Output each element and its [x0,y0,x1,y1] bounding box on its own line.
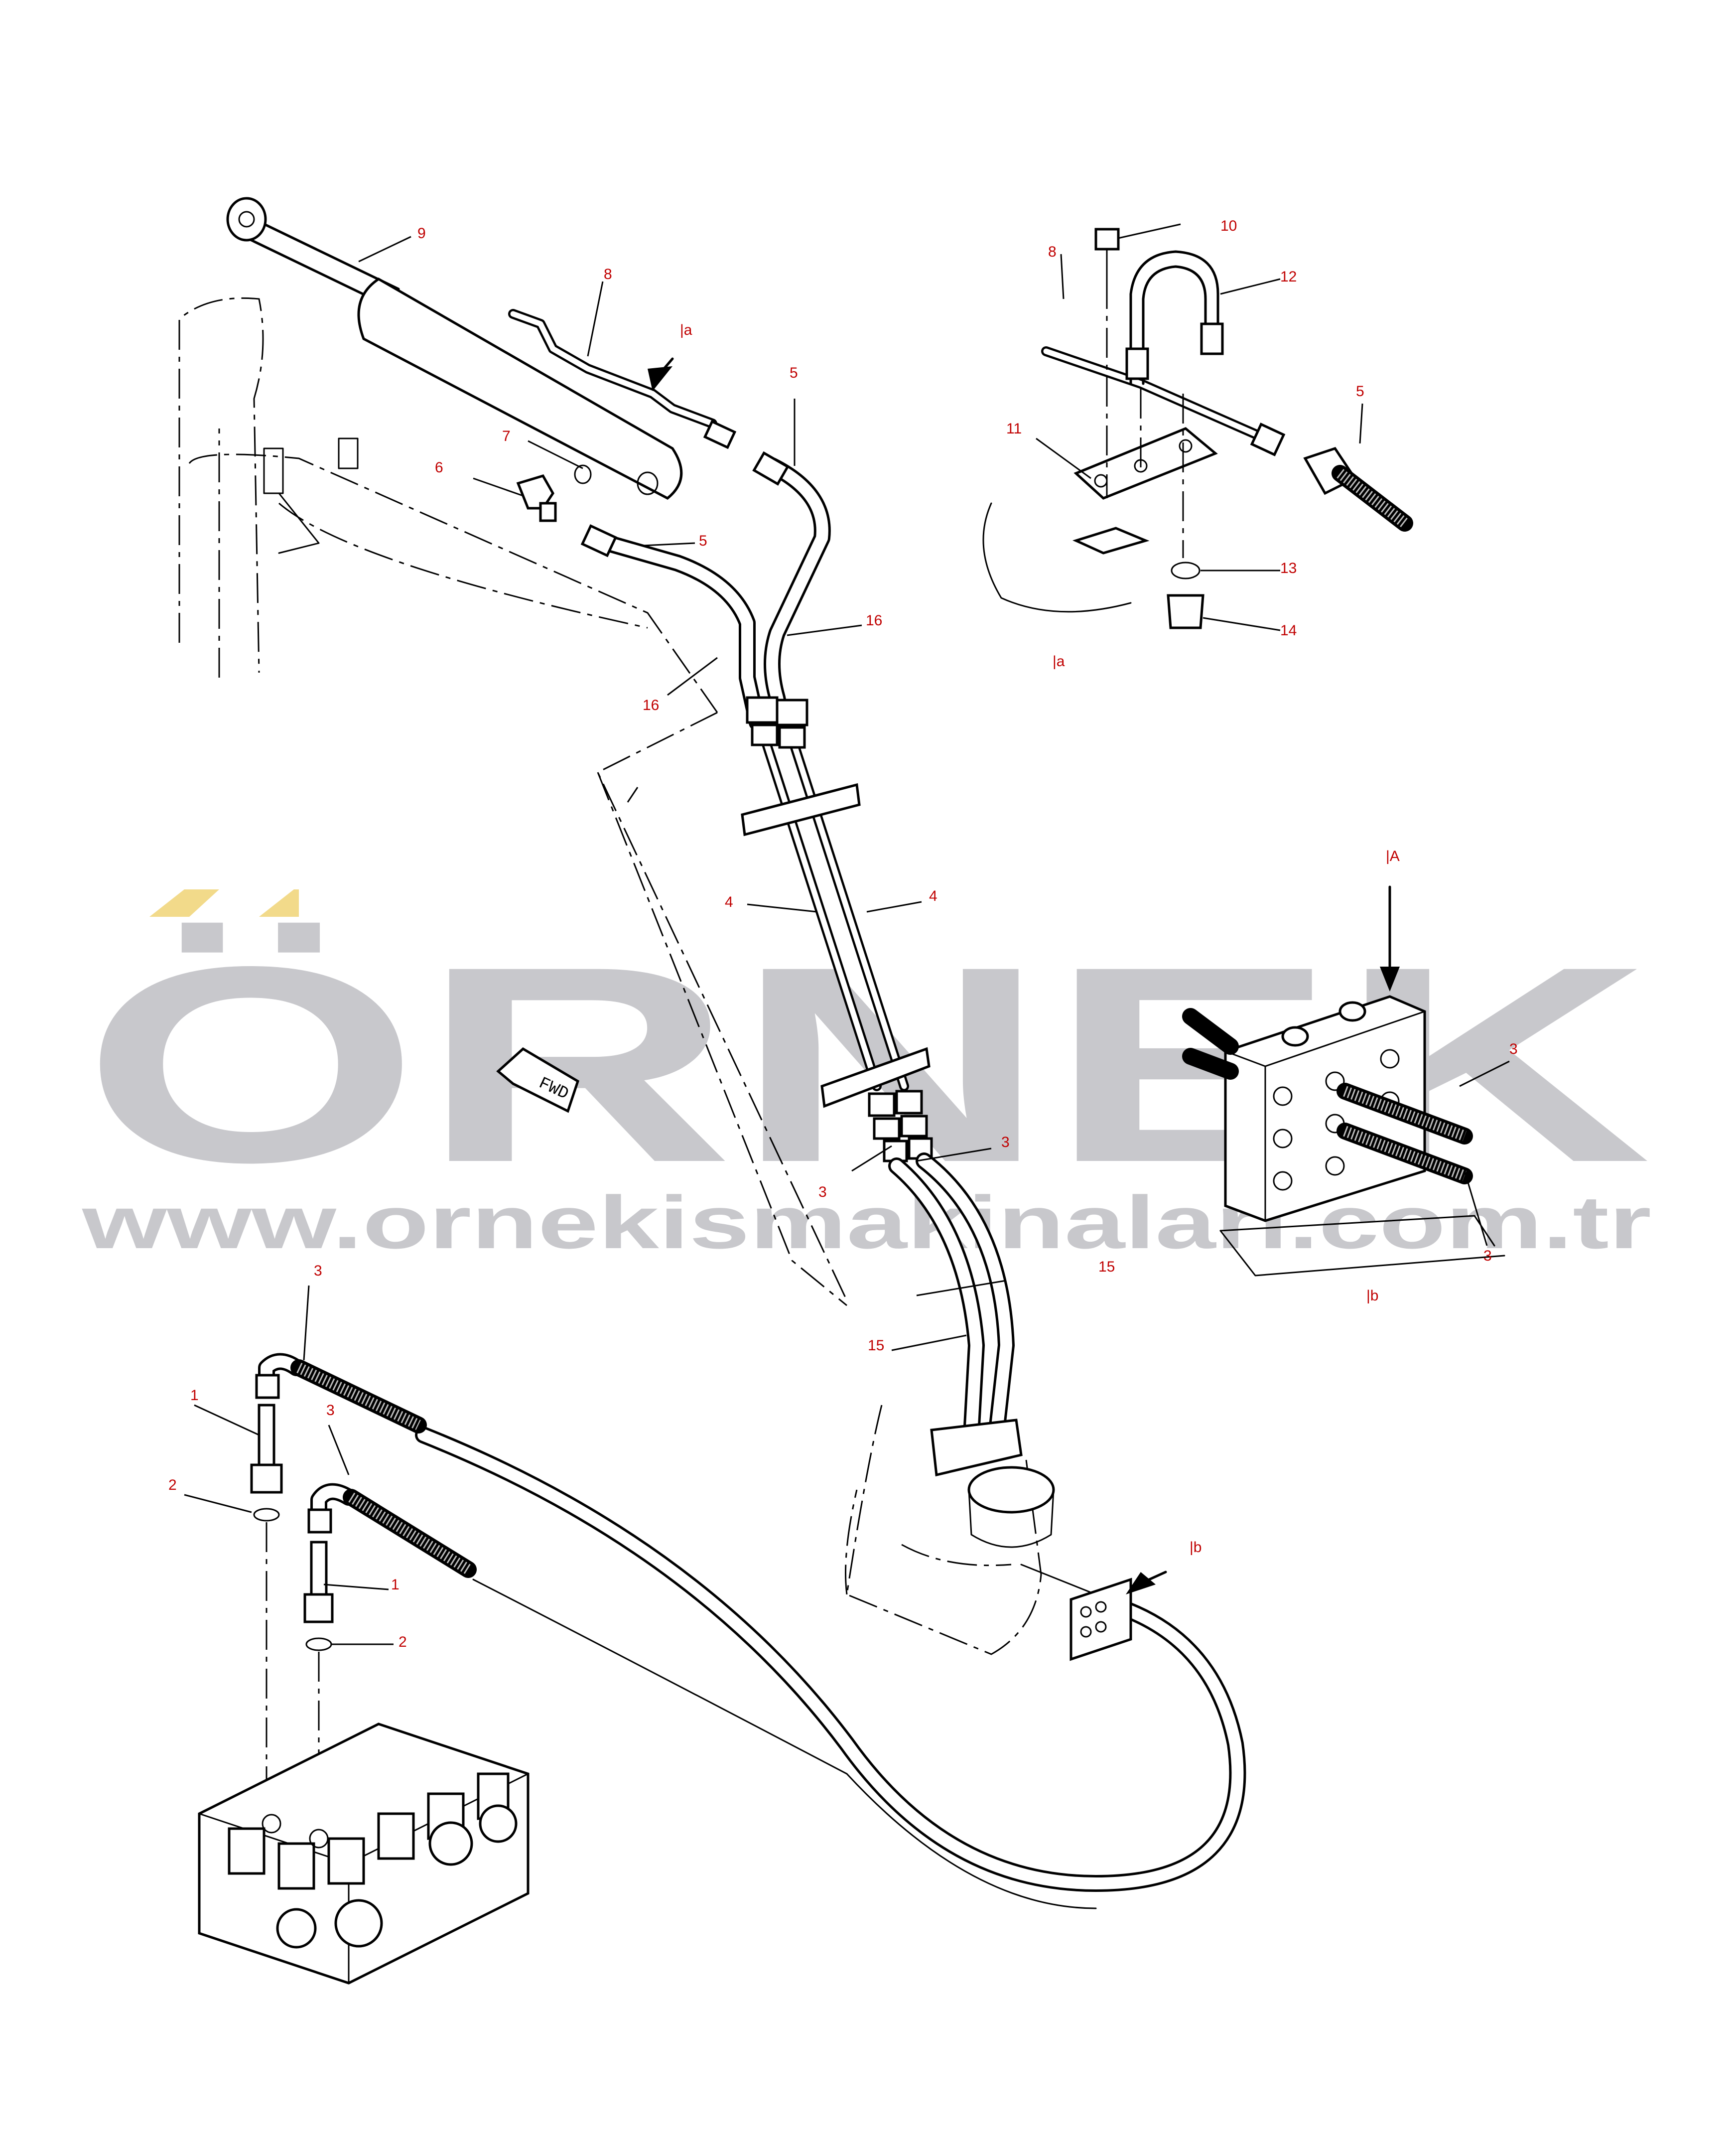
clamp-lower [820,1047,931,1108]
hose-3-long [415,1427,1246,1909]
control-valve [198,1722,530,1985]
callout-4-right: 4 [929,888,937,904]
detail-callout-13: 13 [1280,560,1297,576]
boom-bracket-2 [338,437,359,469]
oring-7 [574,464,592,484]
oring-2-left [253,1508,280,1819]
callout-3-hose-b: 3 [326,1402,335,1419]
adapter-1-right [303,1541,334,1623]
hose-3-short-2 [307,1483,477,1578]
fittings-lower-junction [868,1090,933,1162]
callout-3-right: 3 [1001,1134,1010,1150]
callout-15-left: 15 [868,1337,884,1354]
view-ref-b-top: |b [1190,1539,1202,1556]
detail-callout-3-lower: 3 [1483,1248,1492,1264]
detail-A [1182,885,1505,1277]
detail-callout-12: 12 [1280,269,1297,285]
watermark-accent-left [149,889,219,917]
hose-3-short-1 [255,1353,427,1434]
callout-5-top: 5 [790,365,798,381]
callout-4-left: 4 [725,894,733,910]
manifold-block-b [1069,1577,1132,1661]
detail-callout-10: 10 [1220,218,1237,234]
boom-bracket-1 [263,447,284,494]
hose-15 [888,1152,1023,1477]
callout-16-right: 16 [866,612,882,629]
callout-15-right: 15 [1098,1259,1115,1275]
clamp-upper [741,783,861,837]
callout-3-left: 3 [818,1184,827,1200]
adapter-1-left [250,1404,283,1494]
view-ref-a-top: |a [680,322,692,338]
arrow-a-indicator [648,357,674,391]
callout-8: 8 [604,266,612,283]
detail-callout-11: 11 [1006,421,1022,437]
callout-1-right: 1 [391,1577,400,1593]
callouts: 9 8 7 6 5 5 16 16 4 4 3 3 15 15 3 3 1 1 … [168,218,1518,1650]
callout-3-hose-a: 3 [314,1263,322,1279]
detail-callout-14: 14 [1280,622,1297,639]
callout-6: 6 [435,459,443,476]
leader-lines [184,223,1510,1645]
arrow-b-indicator [1126,1571,1167,1594]
fwd-arrow: FWD [496,1047,580,1113]
callout-1-left: 1 [190,1387,199,1404]
pipe-4 [746,696,909,1091]
boom-outline [178,297,1042,1655]
hose-16-right [764,457,831,731]
elbow-6 [516,474,557,522]
view-ref-A: |A [1386,848,1400,864]
detail-callout-3-upper: 3 [1509,1041,1518,1057]
view-ref-b-bottom: |b [1366,1288,1378,1304]
hose-16-left [599,535,766,731]
callout-7: 7 [502,428,511,444]
detail-a [982,228,1413,629]
callout-16-left: 16 [643,697,659,714]
detail-callout-5: 5 [1356,383,1364,400]
view-ref-a-bottom: |a [1053,653,1065,670]
watermark-accent-right [259,889,299,917]
callout-2-right: 2 [399,1634,407,1650]
pipe-8 [508,309,737,449]
boom-cylinder [226,197,683,500]
callout-2-left: 2 [168,1477,177,1493]
callout-9: 9 [417,225,426,242]
swing-joint [967,1466,1055,1548]
fitting-5-upper [580,451,790,558]
watermark-url: www.ornekismakinalari.com.tr [82,1180,1651,1264]
callout-5-mid: 5 [699,533,707,549]
detail-callout-8: 8 [1048,244,1057,260]
